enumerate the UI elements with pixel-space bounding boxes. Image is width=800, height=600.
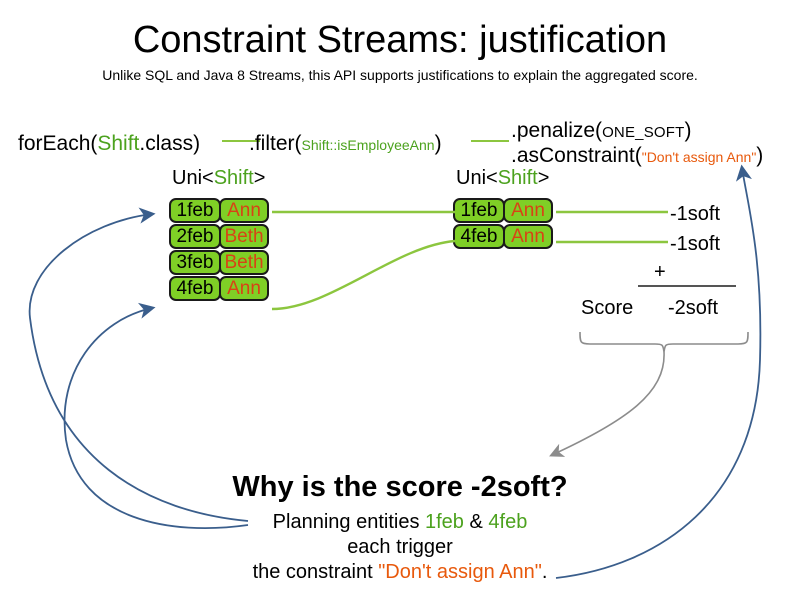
right-type-prefix: Uni< — [456, 167, 498, 189]
foreach-prefix: forEach( — [18, 132, 98, 155]
explanation-entity-b: 4feb — [488, 511, 528, 533]
table-row[interactable]: 4feb Ann — [453, 224, 553, 249]
right-type-suffix: > — [537, 167, 550, 189]
table-row[interactable]: 1feb Ann — [169, 198, 269, 223]
right-type-name: Shift — [497, 167, 538, 189]
filter-prefix: .filter( — [249, 132, 302, 155]
table-row[interactable]: 2feb Beth — [169, 224, 269, 249]
explanation-line3-prefix: the constraint — [252, 561, 379, 583]
page-title: Constraint Streams: justification — [132, 19, 668, 61]
tuple-date: 1feb — [169, 198, 221, 223]
explanation-constraint-name: "Don't assign Ann" — [378, 561, 542, 583]
tuple-employee: Beth — [219, 224, 269, 249]
tuple-date: 2feb — [169, 224, 221, 249]
explanation-line-1: Planning entities 1feb & 4feb — [0, 510, 800, 535]
question-heading: Why is the score -2soft? — [232, 471, 568, 503]
tuple-employee: Ann — [503, 198, 553, 223]
score-explanation-arrow — [549, 351, 665, 457]
sum-operator: + — [654, 261, 666, 283]
tuple-date: 1feb — [453, 198, 505, 223]
tuple-employee: Ann — [219, 276, 269, 301]
explanation-line-3: the constraint "Don't assign Ann". — [0, 560, 800, 585]
pipeline-connector-1 — [222, 140, 260, 142]
tuple-employee: Ann — [219, 198, 269, 223]
left-type-prefix: Uni< — [172, 167, 214, 189]
page-subtitle: Unlike SQL and Java 8 Streams, this API … — [102, 67, 698, 83]
tuple-table-right: 1feb Ann 4feb Ann — [453, 198, 553, 250]
penalize-suffix: ) — [684, 119, 692, 142]
explanation-text: Planning entities 1feb & 4feb each trigg… — [0, 510, 800, 585]
left-type-name: Shift — [213, 167, 254, 189]
foreach-type: Shift — [97, 132, 140, 155]
asconstraint-arg: "Don't assign Ann" — [641, 149, 757, 165]
stream-link-4feb — [271, 239, 456, 311]
tuple-table-left: 1feb Ann 2feb Beth 3feb Beth 4feb Ann — [169, 198, 269, 302]
explanation-line1-prefix: Planning entities — [272, 511, 425, 533]
table-row[interactable]: 4feb Ann — [169, 276, 269, 301]
filter-arg: Shift::isEmployeeAnn — [301, 137, 435, 153]
explanation-line3-suffix: . — [541, 561, 548, 583]
pipeline-step-foreach: forEach(Shift.class) — [18, 131, 200, 156]
asconstraint-suffix: ) — [756, 144, 764, 167]
penalty-label-1: -1soft — [670, 203, 721, 225]
table-row[interactable]: 3feb Beth — [169, 250, 269, 275]
stream-type-label-left: Uni<Shift> — [172, 167, 265, 189]
tuple-date: 3feb — [169, 250, 221, 275]
score-total-value: -2soft — [668, 297, 719, 319]
pipeline-connector-2 — [471, 140, 509, 142]
penalty-label-2: -1soft — [670, 233, 721, 255]
tuple-date: 4feb — [453, 224, 505, 249]
pipeline-step-filter: .filter(Shift::isEmployeeAnn) — [249, 131, 442, 158]
left-type-suffix: > — [253, 167, 266, 189]
penalize-arg: ONE_SOFT — [602, 124, 685, 141]
asconstraint-prefix: .asConstraint( — [511, 144, 642, 167]
foreach-suffix: .class) — [139, 132, 201, 155]
explanation-line-2: each trigger — [347, 536, 453, 558]
explanation-entity-a: 1feb — [425, 511, 464, 533]
explanation-amp: & — [463, 511, 489, 533]
stream-type-label-right: Uni<Shift> — [456, 167, 549, 189]
tuple-employee: Ann — [503, 224, 553, 249]
penalize-prefix: .penalize( — [511, 119, 603, 142]
table-row[interactable]: 1feb Ann — [453, 198, 553, 223]
pipeline-step-penalize: .penalize(ONE_SOFT) — [511, 118, 692, 145]
sum-rule-line — [638, 285, 736, 287]
score-brace — [579, 331, 749, 353]
pipeline-step-asconstraint: .asConstraint("Don't assign Ann") — [511, 143, 763, 170]
filter-suffix: ) — [434, 132, 442, 155]
tuple-date: 4feb — [169, 276, 221, 301]
tuple-employee: Beth — [219, 250, 269, 275]
score-label: Score — [581, 297, 634, 319]
